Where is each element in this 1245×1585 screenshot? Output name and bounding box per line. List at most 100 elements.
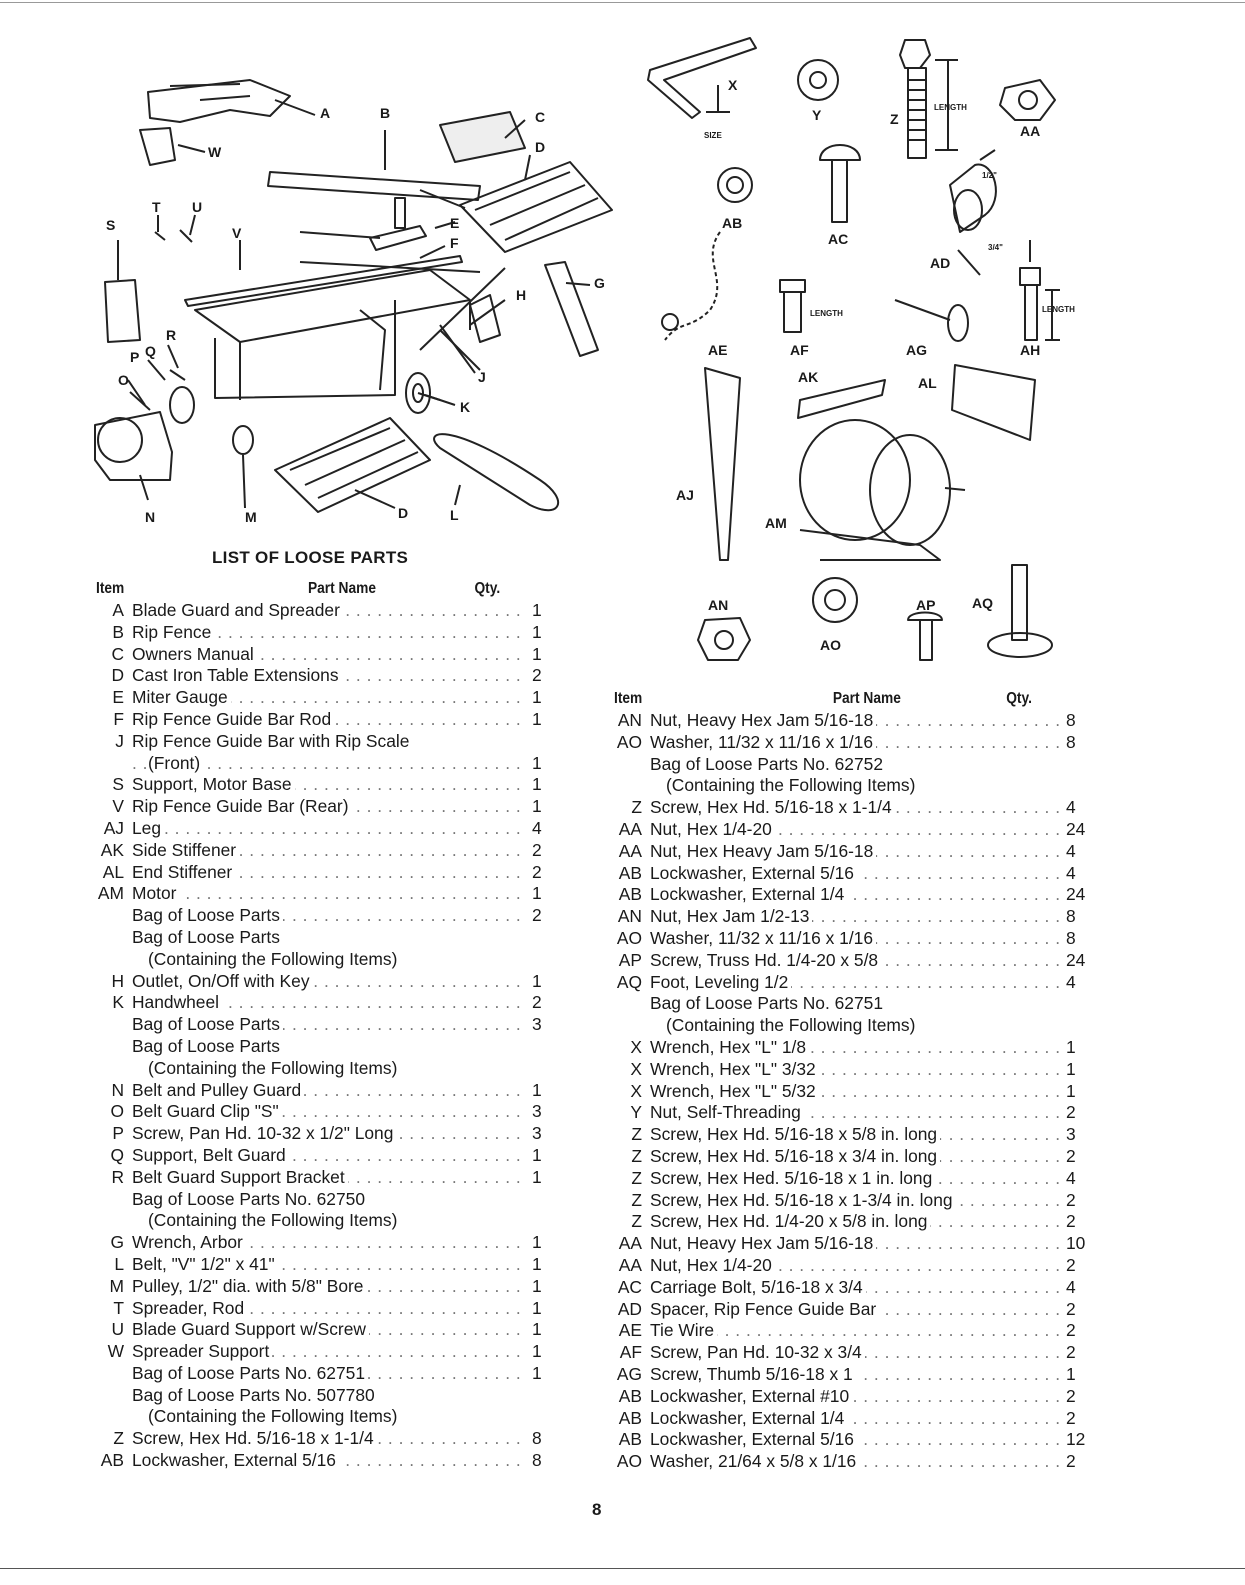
part-name: Bag of Loose Parts xyxy=(132,1014,283,1035)
part-code: AB xyxy=(618,862,642,883)
part-row: Bag of Loose Parts No. 62750 xyxy=(96,1188,566,1211)
part-name-cell: Lockwasher, External 1/4 xyxy=(650,1407,1060,1430)
part-name-cell: Washer, 21/64 x 5/8 x 1/16 xyxy=(650,1451,1060,1473)
part-name-cell: Rip Fence Guide Bar Rod xyxy=(132,708,526,731)
label-k: K xyxy=(460,399,470,415)
part-qty: 2 xyxy=(1066,1102,1076,1123)
label-ag: AG xyxy=(906,342,927,358)
part-name: Screw, Hex Hd. 1/4-20 x 5/8 in. long xyxy=(650,1211,931,1232)
part-code: G xyxy=(110,1232,124,1253)
part-row: Bag of Loose Parts 2 xyxy=(96,905,566,927)
part-row: (Containing the Following Items) xyxy=(96,1210,566,1232)
header-qty: Qty. xyxy=(1006,690,1032,708)
part-name-cell: Support, Belt Guard xyxy=(132,1144,526,1167)
label-y: Y xyxy=(812,107,822,123)
label-c: C xyxy=(535,109,545,125)
part-name: Belt Guard Support Bracket xyxy=(132,1166,348,1187)
part-qty: 1 xyxy=(532,687,542,708)
part-qty: 2 xyxy=(1066,1145,1076,1166)
part-code: Z xyxy=(631,1124,642,1145)
part-qty: 8 xyxy=(532,1450,542,1471)
part-name-cell: (Containing the Following Items) xyxy=(132,948,526,971)
right-table-header: Item Part Name Qty. xyxy=(614,680,1032,710)
part-qty: 4 xyxy=(1066,862,1076,883)
part-code: AA xyxy=(618,840,642,861)
label-r: R xyxy=(166,327,176,343)
part-name: Screw, Hex Hed. 5/16-18 x 1 in. long xyxy=(650,1167,936,1188)
part-qty: 1 xyxy=(1066,1363,1076,1384)
part-name: Miter Gauge xyxy=(132,687,231,708)
part-name-cell: Pulley, 1/2" dia. with 5/8" Bore xyxy=(132,1275,526,1298)
part-name: Blade Guard Support w/Screw xyxy=(132,1319,369,1340)
part-name: Nut, Hex Heavy Jam 5/16-18 xyxy=(650,840,877,861)
part-name-cell: Spreader, Rod xyxy=(132,1297,526,1320)
part-code: D xyxy=(111,665,124,686)
label-am: AM xyxy=(765,515,787,531)
label-w: W xyxy=(208,144,222,160)
part-name: Washer, 11/32 x 11/16 x 1/16 xyxy=(650,927,876,948)
label-v: V xyxy=(232,225,242,241)
part-qty: 2 xyxy=(1066,1451,1076,1472)
label-o: O xyxy=(118,372,129,388)
part-code: AO xyxy=(616,927,642,948)
part-name-cell: Wrench, Arbor xyxy=(132,1232,526,1254)
part-code: N xyxy=(111,1079,124,1100)
part-name-cell: Lockwasher, External 5/16 xyxy=(132,1450,526,1472)
part-name: Side Stiffener xyxy=(132,839,240,860)
label-af: AF xyxy=(790,342,809,358)
part-qty: 2 xyxy=(1066,1342,1076,1363)
part-name: Screw, Pan Hd. 10-32 x 1/2" Long xyxy=(132,1123,397,1144)
part-name: Spreader, Rod xyxy=(132,1297,248,1318)
part-name: Belt and Pulley Guard xyxy=(132,1079,305,1100)
part-row: (Containing the Following Items) xyxy=(96,1057,566,1080)
part-name-cell: (Containing the Following Items) xyxy=(132,1210,526,1232)
part-code: AL xyxy=(102,861,124,882)
part-code: U xyxy=(111,1319,124,1340)
part-qty: 3 xyxy=(1066,1124,1076,1145)
part-row: (Containing the Following Items) xyxy=(96,948,566,971)
part-code: H xyxy=(111,970,124,991)
part-qty: 4 xyxy=(1066,1276,1076,1297)
part-qty: 2 xyxy=(1066,1298,1076,1319)
part-name-cell: Screw, Truss Hd. 1/4-20 x 5/8 xyxy=(650,949,1060,972)
part-qty: 1 xyxy=(532,1341,542,1362)
part-name-cell: Tie Wire xyxy=(650,1320,1060,1342)
part-qty: 8 xyxy=(532,1428,542,1449)
part-qty: 4 xyxy=(532,817,542,838)
part-row: (Containing the Following Items) xyxy=(614,1015,1100,1037)
part-name: Leg xyxy=(132,817,165,838)
part-name: Rip Fence xyxy=(132,621,215,642)
part-name-cell: Bag of Loose Parts xyxy=(132,905,526,927)
part-name: Pulley, 1/2" dia. with 5/8" Bore xyxy=(132,1275,367,1296)
part-qty: 8 xyxy=(1066,906,1076,927)
part-qty: 1 xyxy=(1066,1080,1076,1101)
part-name-cell: Bag of Loose Parts No. 62751 xyxy=(132,1362,526,1385)
part-row: AMMotor1 xyxy=(96,883,566,905)
part-qty: 1 xyxy=(532,600,542,620)
part-name: Belt Guard Clip "S" xyxy=(132,1101,282,1122)
part-code: A xyxy=(112,600,124,620)
part-name: Wrench, Hex "L" 3/32 xyxy=(650,1058,819,1079)
label-ab: AB xyxy=(722,215,742,231)
part-name: Bag of Loose Parts No. 62751 xyxy=(650,993,886,1014)
part-row: Bag of Loose Parts No. 507780 xyxy=(96,1384,566,1407)
part-name: (Containing the Following Items) xyxy=(666,1015,919,1036)
part-name-cell: Screw, Hex Hd. 5/16-18 x 1-3/4 in. long xyxy=(650,1189,1060,1212)
part-name-cell: Cast Iron Table Extensions xyxy=(132,665,526,687)
part-qty: 2 xyxy=(532,905,542,926)
